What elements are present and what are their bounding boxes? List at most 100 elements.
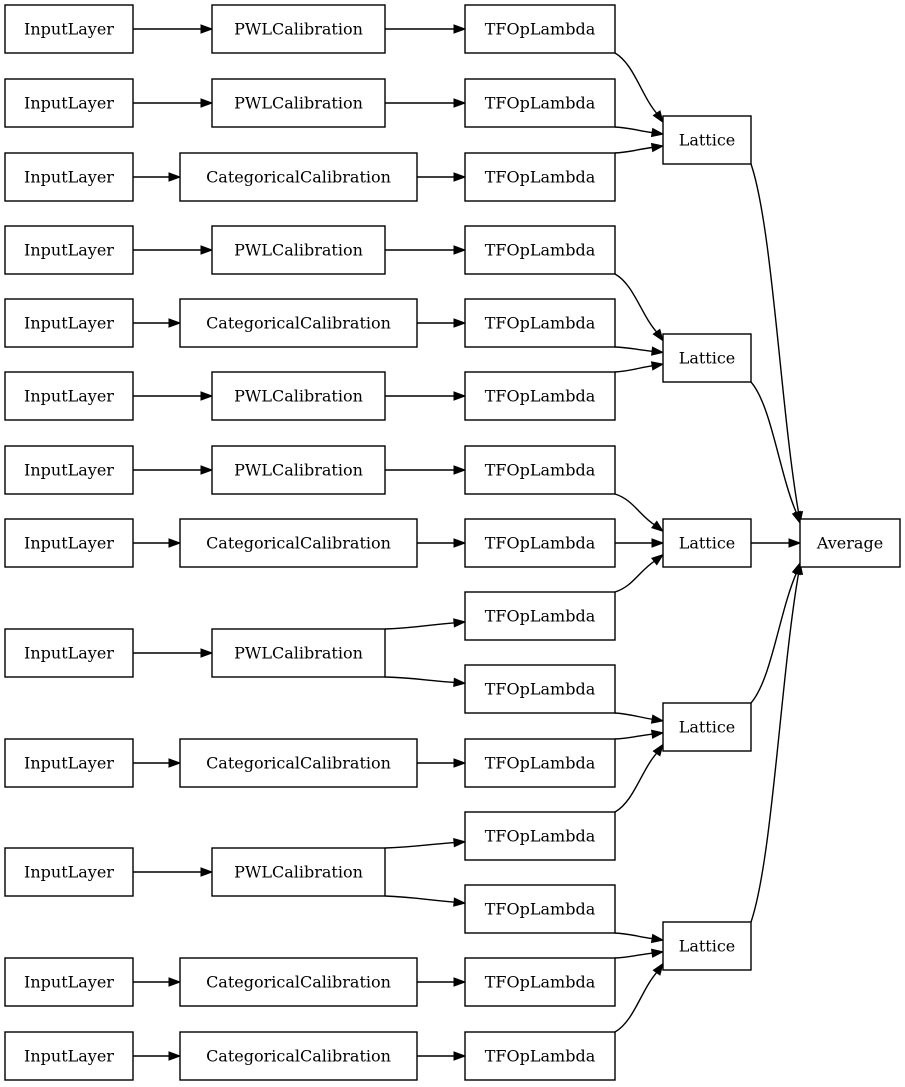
- node-categoricalcalibration-cal3[interactable]: CategoricalCalibration: [179, 152, 418, 202]
- node-box[interactable]: [662, 115, 752, 165]
- node-box[interactable]: [211, 847, 386, 897]
- node-box[interactable]: [662, 518, 752, 568]
- node-pwlcalibration-cal9[interactable]: PWLCalibration: [211, 628, 386, 678]
- node-box[interactable]: [464, 738, 616, 788]
- node-inputlayer-in13[interactable]: InputLayer: [4, 1031, 134, 1081]
- node-box[interactable]: [179, 957, 418, 1007]
- node-tfoplambda-lam10[interactable]: TFOpLambda: [464, 664, 616, 714]
- node-box[interactable]: [4, 738, 134, 788]
- node-categoricalcalibration-cal12[interactable]: CategoricalCalibration: [179, 957, 418, 1007]
- node-box[interactable]: [4, 298, 134, 348]
- node-lattice-lat1[interactable]: Lattice: [662, 115, 752, 165]
- node-pwlcalibration-cal11[interactable]: PWLCalibration: [211, 847, 386, 897]
- node-tfoplambda-lam6[interactable]: TFOpLambda: [464, 371, 616, 421]
- node-tfoplambda-lam5[interactable]: TFOpLambda: [464, 298, 616, 348]
- node-categoricalcalibration-cal13[interactable]: CategoricalCalibration: [179, 1031, 418, 1081]
- node-box[interactable]: [211, 4, 386, 54]
- node-box[interactable]: [4, 847, 134, 897]
- node-inputlayer-in12[interactable]: InputLayer: [4, 957, 134, 1007]
- node-pwlcalibration-cal7[interactable]: PWLCalibration: [211, 445, 386, 495]
- node-categoricalcalibration-cal8[interactable]: CategoricalCalibration: [179, 518, 418, 568]
- node-box[interactable]: [4, 518, 134, 568]
- node-inputlayer-in4[interactable]: InputLayer: [4, 225, 134, 275]
- node-box[interactable]: [211, 628, 386, 678]
- node-box[interactable]: [179, 738, 418, 788]
- node-inputlayer-in2[interactable]: InputLayer: [4, 78, 134, 128]
- node-box[interactable]: [464, 371, 616, 421]
- node-inputlayer-in3[interactable]: InputLayer: [4, 152, 134, 202]
- node-box[interactable]: [464, 78, 616, 128]
- node-box[interactable]: [464, 884, 616, 934]
- node-lattice-lat2[interactable]: Lattice: [662, 333, 752, 383]
- node-box[interactable]: [179, 298, 418, 348]
- node-pwlcalibration-cal1[interactable]: PWLCalibration: [211, 4, 386, 54]
- node-tfoplambda-lam9[interactable]: TFOpLambda: [464, 591, 616, 641]
- node-inputlayer-in7[interactable]: InputLayer: [4, 445, 134, 495]
- node-tfoplambda-lam14[interactable]: TFOpLambda: [464, 957, 616, 1007]
- node-box[interactable]: [4, 1031, 134, 1081]
- edge-inputlayer-to-categoricalcalibration: [133, 172, 182, 182]
- node-lattice-lat3[interactable]: Lattice: [662, 518, 752, 568]
- node-inputlayer-in10[interactable]: InputLayer: [4, 738, 134, 788]
- node-box[interactable]: [4, 445, 134, 495]
- node-pwlcalibration-cal4[interactable]: PWLCalibration: [211, 225, 386, 275]
- node-tfoplambda-lam13[interactable]: TFOpLambda: [464, 884, 616, 934]
- node-box[interactable]: [4, 152, 134, 202]
- node-box[interactable]: [799, 518, 901, 568]
- node-box[interactable]: [464, 1031, 616, 1081]
- node-box[interactable]: [464, 225, 616, 275]
- node-box[interactable]: [179, 1031, 418, 1081]
- edge-tfoplambda-to-lattice: [614, 743, 664, 813]
- node-box[interactable]: [4, 628, 134, 678]
- node-pwlcalibration-cal2[interactable]: PWLCalibration: [211, 78, 386, 128]
- node-inputlayer-in11[interactable]: InputLayer: [4, 847, 134, 897]
- node-box[interactable]: [4, 4, 134, 54]
- node-box[interactable]: [464, 957, 616, 1007]
- node-lattice-lat4[interactable]: Lattice: [662, 702, 752, 752]
- node-tfoplambda-lam15[interactable]: TFOpLambda: [464, 1031, 616, 1081]
- node-box[interactable]: [211, 445, 386, 495]
- node-box[interactable]: [662, 333, 752, 383]
- node-box[interactable]: [464, 298, 616, 348]
- node-pwlcalibration-cal6[interactable]: PWLCalibration: [211, 371, 386, 421]
- node-box[interactable]: [4, 225, 134, 275]
- node-average-avg[interactable]: Average: [799, 518, 901, 568]
- edge-arrowhead: [453, 758, 467, 768]
- node-box[interactable]: [211, 78, 386, 128]
- edge-arrowhead: [168, 1051, 182, 1061]
- node-box[interactable]: [662, 702, 752, 752]
- node-inputlayer-in8[interactable]: InputLayer: [4, 518, 134, 568]
- node-categoricalcalibration-cal10[interactable]: CategoricalCalibration: [179, 738, 418, 788]
- node-tfoplambda-lam8[interactable]: TFOpLambda: [464, 518, 616, 568]
- node-box[interactable]: [662, 921, 752, 971]
- node-box[interactable]: [4, 371, 134, 421]
- node-tfoplambda-lam7[interactable]: TFOpLambda: [464, 445, 616, 495]
- node-inputlayer-in9[interactable]: InputLayer: [4, 628, 134, 678]
- node-box[interactable]: [464, 664, 616, 714]
- node-tfoplambda-lam11[interactable]: TFOpLambda: [464, 738, 616, 788]
- node-box[interactable]: [211, 371, 386, 421]
- node-box[interactable]: [464, 445, 616, 495]
- node-box[interactable]: [464, 518, 616, 568]
- node-box[interactable]: [464, 811, 616, 861]
- node-inputlayer-in6[interactable]: InputLayer: [4, 371, 134, 421]
- node-box[interactable]: [464, 591, 616, 641]
- node-box[interactable]: [179, 152, 418, 202]
- node-categoricalcalibration-cal5[interactable]: CategoricalCalibration: [179, 298, 418, 348]
- edge-arrowhead: [200, 465, 214, 475]
- node-tfoplambda-lam2[interactable]: TFOpLambda: [464, 78, 616, 128]
- node-inputlayer-in1[interactable]: InputLayer: [4, 4, 134, 54]
- node-tfoplambda-lam4[interactable]: TFOpLambda: [464, 225, 616, 275]
- node-tfoplambda-lam12[interactable]: TFOpLambda: [464, 811, 616, 861]
- node-box[interactable]: [4, 78, 134, 128]
- node-tfoplambda-lam1[interactable]: TFOpLambda: [464, 4, 616, 54]
- node-inputlayer-in5[interactable]: InputLayer: [4, 298, 134, 348]
- node-lattice-lat5[interactable]: Lattice: [662, 921, 752, 971]
- node-box[interactable]: [179, 518, 418, 568]
- node-box[interactable]: [464, 152, 616, 202]
- node-box[interactable]: [4, 957, 134, 1007]
- node-box[interactable]: [464, 4, 616, 54]
- edge-categoricalcalibration-to-tfoplambda: [417, 538, 467, 548]
- node-tfoplambda-lam3[interactable]: TFOpLambda: [464, 152, 616, 202]
- node-box[interactable]: [211, 225, 386, 275]
